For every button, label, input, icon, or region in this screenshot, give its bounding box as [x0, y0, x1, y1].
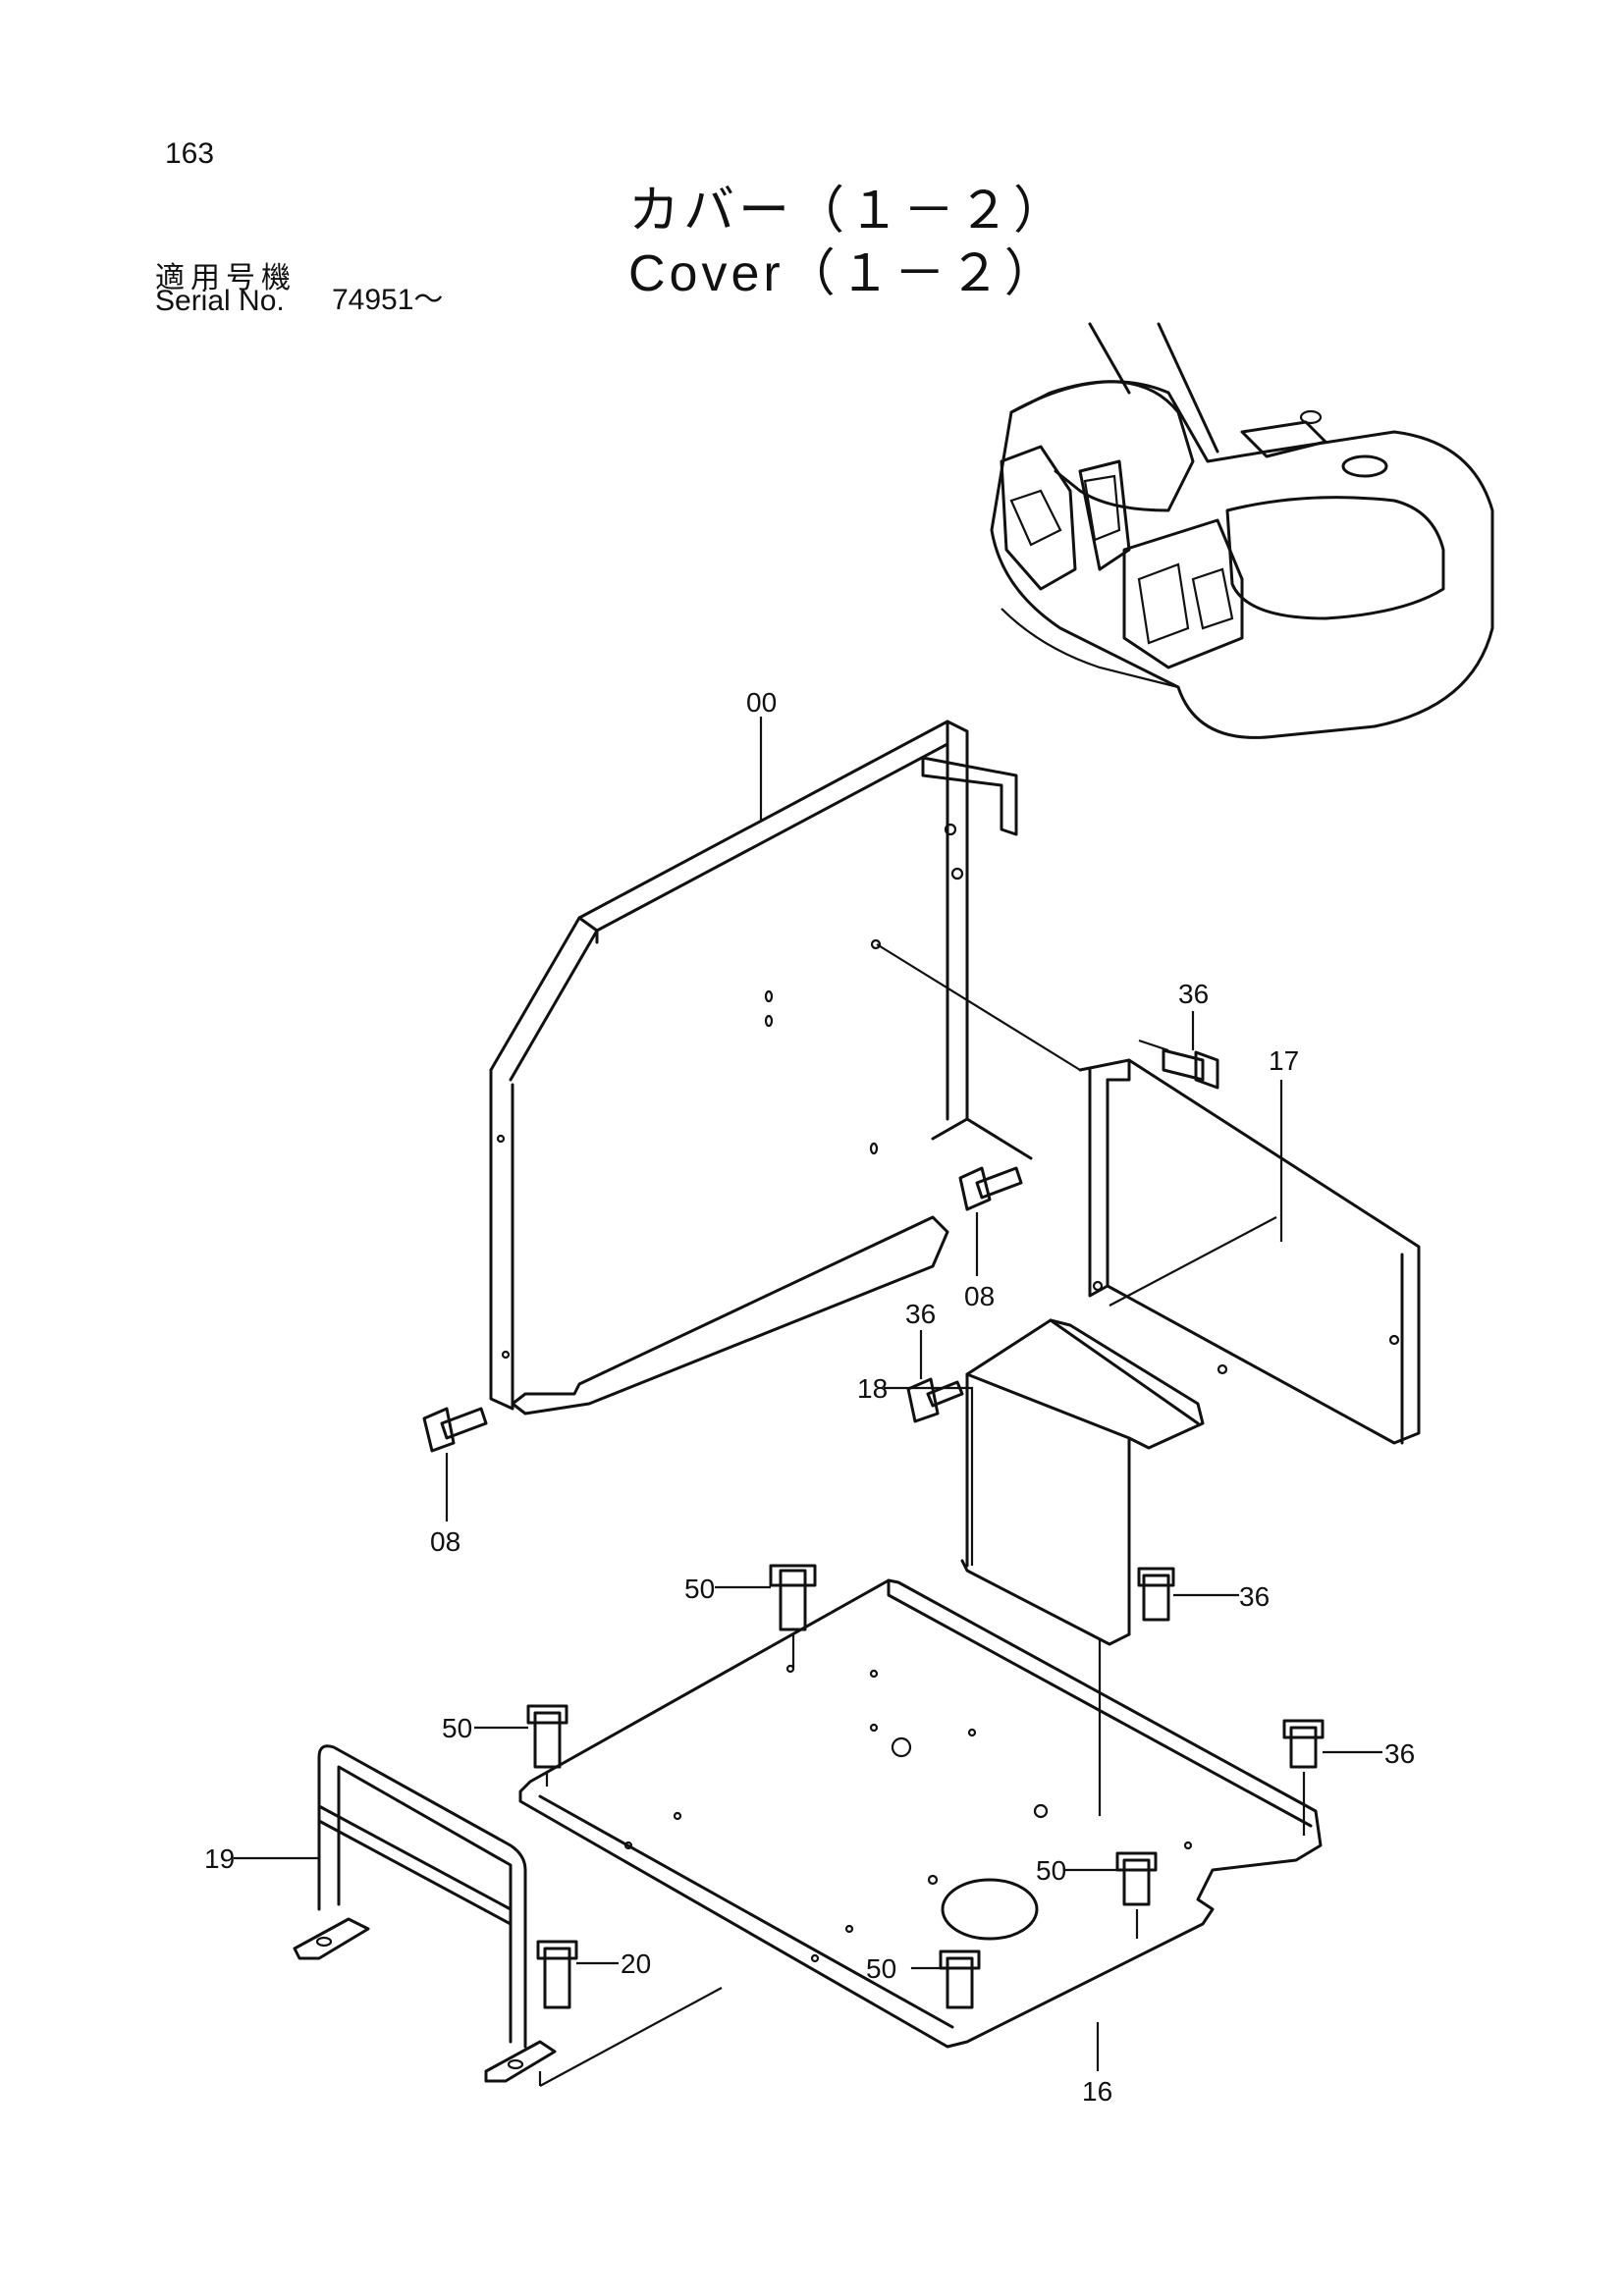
- bolt-08-lower: [422, 1407, 488, 1453]
- part-16-base-plate: [518, 1578, 1323, 2049]
- callout-17: 17: [1269, 1045, 1299, 1076]
- bolt-20: [536, 1940, 578, 2009]
- callout-36-lower-left: 36: [1239, 1581, 1270, 1612]
- serial-number-value: 74951～: [332, 284, 444, 316]
- serial-label-japanese: 適用号機: [155, 262, 297, 294]
- callout-50-c: 50: [1036, 1855, 1066, 1886]
- bolt-36-lower-right: [1282, 1719, 1325, 1836]
- leader-lines: [234, 717, 1382, 2071]
- callout-18: 18: [857, 1373, 888, 1404]
- callout-50-a: 50: [684, 1574, 715, 1604]
- page-number: 163: [165, 137, 215, 170]
- callout-36-middle: 36: [905, 1299, 936, 1329]
- bolt-50-d: [939, 1949, 981, 2009]
- bolt-50-a: [769, 1564, 817, 1669]
- part-18-bracket: [960, 1318, 1205, 1646]
- callout-50-d: 50: [866, 1953, 896, 1984]
- part-00-frame: [489, 720, 1081, 1415]
- callout-50-b: 50: [442, 1713, 472, 1743]
- callout-16: 16: [1082, 2076, 1112, 2107]
- title-japanese: カバー（１－２）: [628, 183, 1069, 240]
- bolt-08-middle: [958, 1166, 1023, 1211]
- excavator-locator-illustration: [990, 322, 1494, 739]
- callout-20: 20: [621, 1949, 651, 1979]
- bolt-50-c: [1115, 1851, 1158, 1939]
- callout-19: 19: [204, 1843, 235, 1874]
- bolt-36-middle: [906, 1377, 964, 1423]
- callout-36-upper: 36: [1178, 979, 1209, 1009]
- bolt-36-lower-left: [1098, 1567, 1175, 1816]
- bolt-50-b: [526, 1704, 568, 1787]
- part-17-panel: [1078, 1058, 1421, 1445]
- callout-36-lower-right: 36: [1384, 1738, 1415, 1769]
- title-english: Cover（１－２）: [628, 245, 1059, 302]
- callout-08-middle: 08: [964, 1281, 995, 1311]
- callout-00: 00: [746, 687, 777, 718]
- callout-08-lower: 08: [430, 1526, 460, 1557]
- part-19-handrail: [293, 1744, 723, 2087]
- serial-label-english: Serial No.: [155, 285, 285, 317]
- bolt-36-upper: [1138, 1039, 1219, 1090]
